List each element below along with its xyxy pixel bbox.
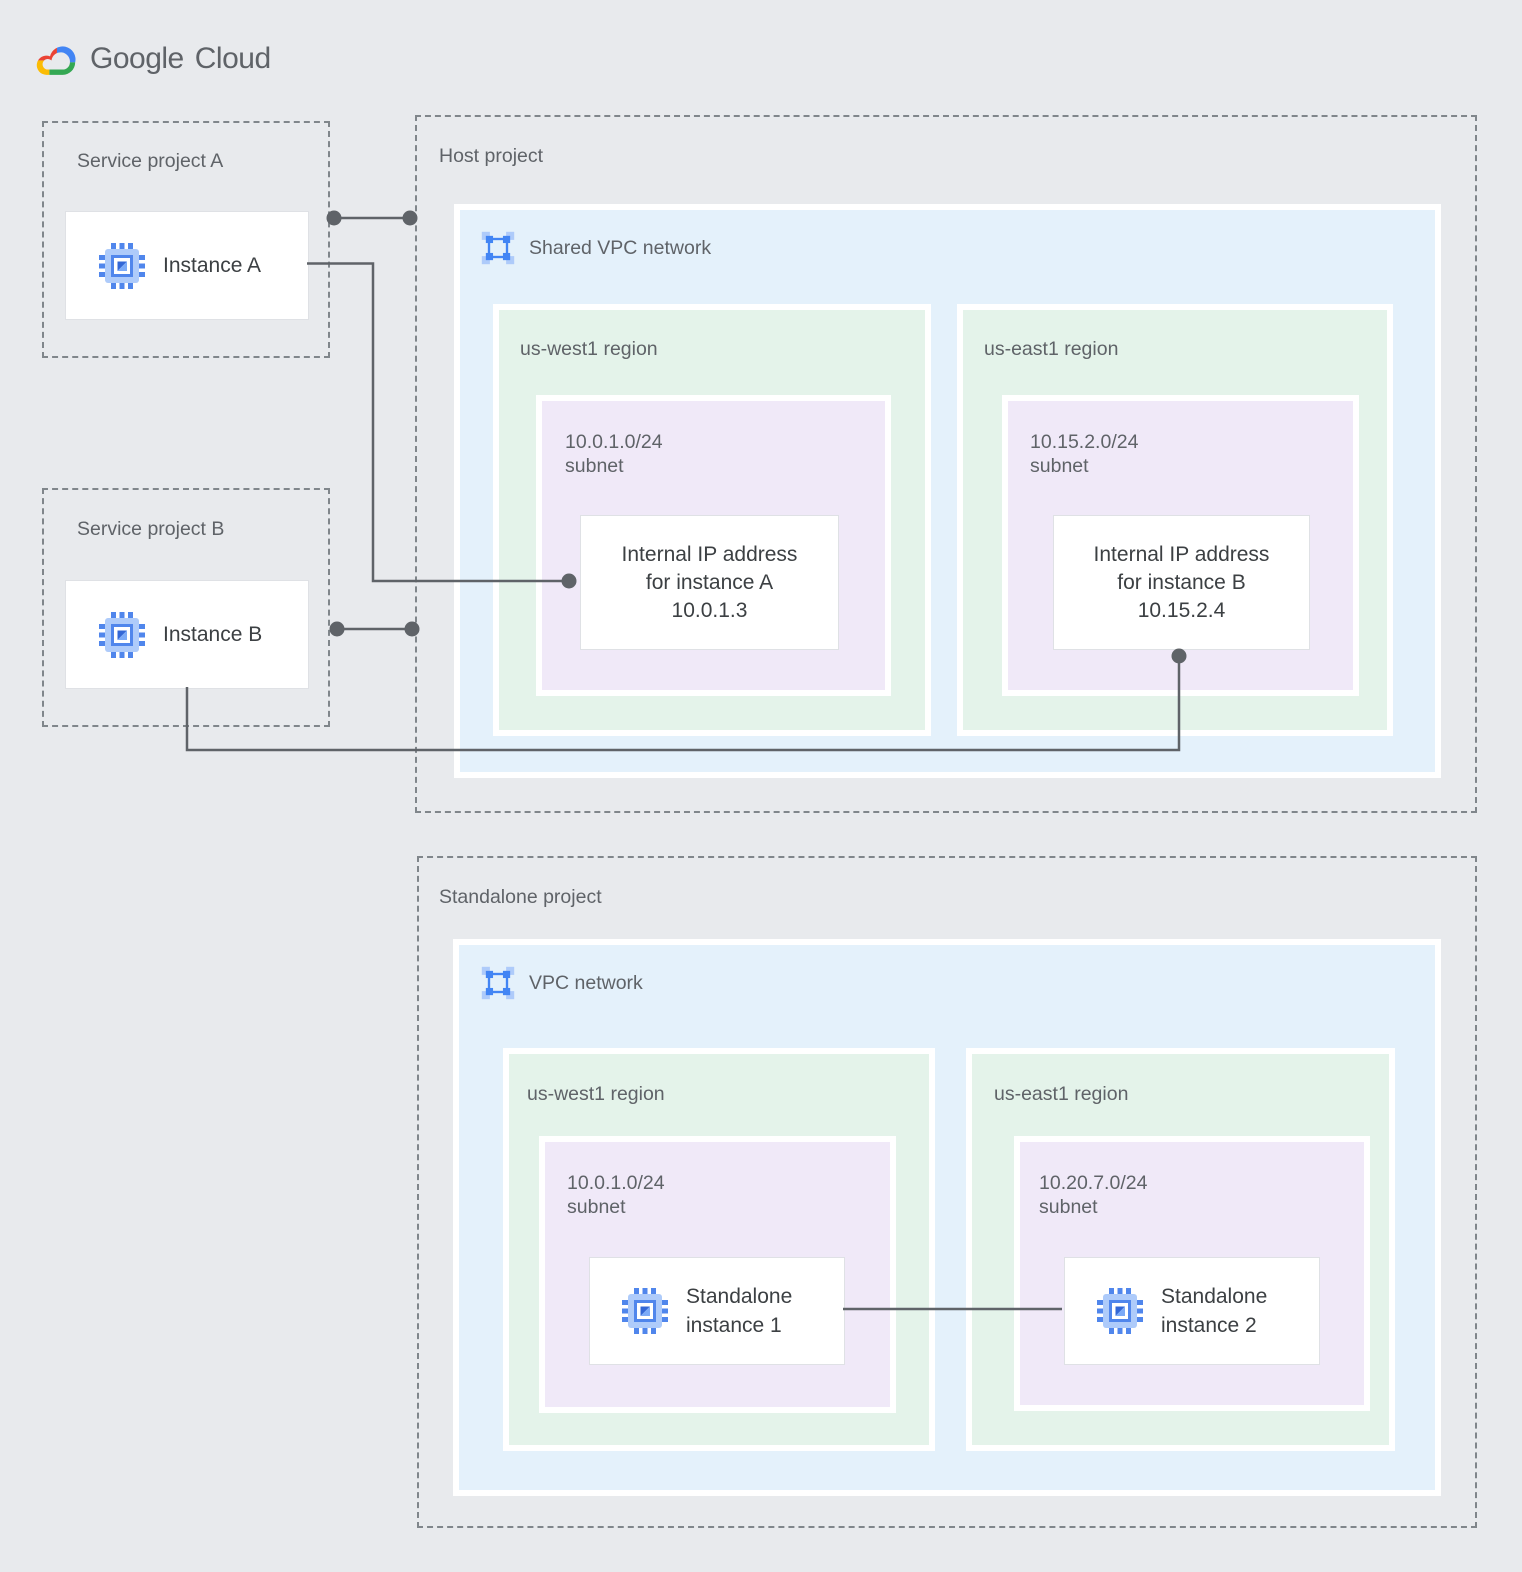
vpc-network-label: VPC network bbox=[529, 971, 643, 994]
host-us-east1-region: us-east1 region 10.15.2.0/24 subnet Inte… bbox=[963, 310, 1387, 730]
instance-a-card: Instance A bbox=[65, 211, 309, 320]
standalone-us-west1-region-label: us-west1 region bbox=[527, 1083, 665, 1105]
standalone-west-subnet-word: subnet bbox=[567, 1196, 626, 1218]
standalone-west-subnet: 10.0.1.0/24 subnet Standalone instance 1 bbox=[545, 1142, 890, 1407]
host-east-subnet: 10.15.2.0/24 subnet Internal IP address … bbox=[1008, 401, 1353, 690]
vpc-network-panel: VPC network us-west1 region 10.0.1.0/24 … bbox=[459, 945, 1435, 1490]
host-east-subnet-label: 10.15.2.0/24 subnet bbox=[1030, 430, 1138, 478]
internal-ip-instance-b-card: Internal IP address for instance B 10.15… bbox=[1053, 515, 1310, 650]
standalone-project-label: Standalone project bbox=[439, 886, 602, 908]
host-us-west1-region: us-west1 region 10.0.1.0/24 subnet Inter… bbox=[499, 310, 925, 730]
host-west-subnet-word: subnet bbox=[565, 455, 624, 477]
google-cloud-logo: Google Cloud bbox=[33, 40, 271, 78]
ip-b-line3: 10.15.2.4 bbox=[1137, 598, 1226, 622]
standalone-west-subnet-cidr: 10.0.1.0/24 bbox=[567, 1172, 665, 1194]
instance-b-label: Instance B bbox=[163, 623, 263, 646]
google-cloud-icon bbox=[33, 40, 79, 78]
host-us-west1-region-label: us-west1 region bbox=[520, 338, 658, 360]
standalone-instance-2-label: Standalone instance 2 bbox=[1161, 1282, 1267, 1340]
service-project-a-label: Service project A bbox=[77, 150, 224, 172]
standalone-east-subnet: 10.20.7.0/24 subnet Standalone instance … bbox=[1020, 1142, 1364, 1405]
compute-chip-icon bbox=[1096, 1287, 1144, 1335]
logo-product-text: Cloud bbox=[194, 42, 271, 75]
instance-a-label: Instance A bbox=[163, 254, 262, 277]
standalone-instance-1-line2: instance 1 bbox=[686, 1314, 782, 1337]
standalone-instance-1-label: Standalone instance 1 bbox=[686, 1282, 792, 1340]
compute-chip-icon bbox=[98, 611, 146, 659]
standalone-east-subnet-word: subnet bbox=[1039, 1196, 1098, 1218]
service-project-b-label: Service project B bbox=[77, 518, 225, 540]
ip-b-line2: for instance B bbox=[1117, 570, 1246, 594]
vpc-network-icon bbox=[480, 965, 516, 1001]
host-project-label: Host project bbox=[439, 145, 544, 167]
shared-vpc-network-panel: Shared VPC network us-west1 region 10.0.… bbox=[460, 210, 1435, 772]
host-us-east1-region-label: us-east1 region bbox=[984, 338, 1119, 360]
standalone-project-box: Standalone project VPC network us-west1 … bbox=[417, 856, 1477, 1528]
standalone-instance-2-card: Standalone instance 2 bbox=[1064, 1257, 1320, 1365]
standalone-instance-1-line1: Standalone bbox=[686, 1285, 793, 1308]
host-west-subnet-label: 10.0.1.0/24 subnet bbox=[565, 430, 663, 478]
service-project-a-box: Service project A Instance A bbox=[42, 121, 330, 358]
ip-a-line1: Internal IP address bbox=[621, 542, 798, 566]
standalone-us-west1-region: us-west1 region 10.0.1.0/24 subnet Stand… bbox=[509, 1054, 929, 1445]
ip-b-line1: Internal IP address bbox=[1093, 542, 1270, 566]
host-west-subnet-cidr: 10.0.1.0/24 bbox=[565, 431, 663, 453]
compute-chip-icon bbox=[621, 1287, 669, 1335]
shared-vpc-network-label: Shared VPC network bbox=[529, 236, 712, 259]
host-project-box: Host project Shared VPC network us-west1… bbox=[415, 115, 1477, 813]
standalone-instance-2-line2: instance 2 bbox=[1161, 1314, 1257, 1337]
internal-ip-instance-a-card: Internal IP address for instance A 10.0.… bbox=[580, 515, 839, 650]
logo-brand-text: Google bbox=[90, 42, 184, 75]
connector-dot bbox=[329, 621, 345, 637]
standalone-east-subnet-cidr: 10.20.7.0/24 bbox=[1039, 1172, 1148, 1194]
vpc-network-header: VPC network bbox=[480, 963, 643, 1003]
standalone-us-east1-region: us-east1 region 10.20.7.0/24 subnet Stan… bbox=[972, 1054, 1389, 1445]
standalone-instance-1-card: Standalone instance 1 bbox=[589, 1257, 845, 1365]
standalone-instance-2-line1: Standalone bbox=[1161, 1285, 1268, 1308]
compute-chip-icon bbox=[98, 242, 146, 290]
vpc-network-icon bbox=[480, 230, 516, 266]
service-project-b-box: Service project B Instance B bbox=[42, 488, 330, 727]
shared-vpc-network-header: Shared VPC network bbox=[480, 228, 711, 268]
host-west-subnet: 10.0.1.0/24 subnet Internal IP address f… bbox=[542, 401, 885, 690]
standalone-east-subnet-label: 10.20.7.0/24 subnet bbox=[1039, 1171, 1147, 1219]
host-east-subnet-word: subnet bbox=[1030, 455, 1089, 477]
standalone-us-east1-region-label: us-east1 region bbox=[994, 1083, 1129, 1105]
instance-b-card: Instance B bbox=[65, 580, 309, 689]
standalone-west-subnet-label: 10.0.1.0/24 subnet bbox=[567, 1171, 665, 1219]
host-east-subnet-cidr: 10.15.2.0/24 bbox=[1030, 431, 1139, 453]
ip-a-line3: 10.0.1.3 bbox=[671, 598, 748, 622]
ip-a-line2: for instance A bbox=[645, 570, 774, 594]
